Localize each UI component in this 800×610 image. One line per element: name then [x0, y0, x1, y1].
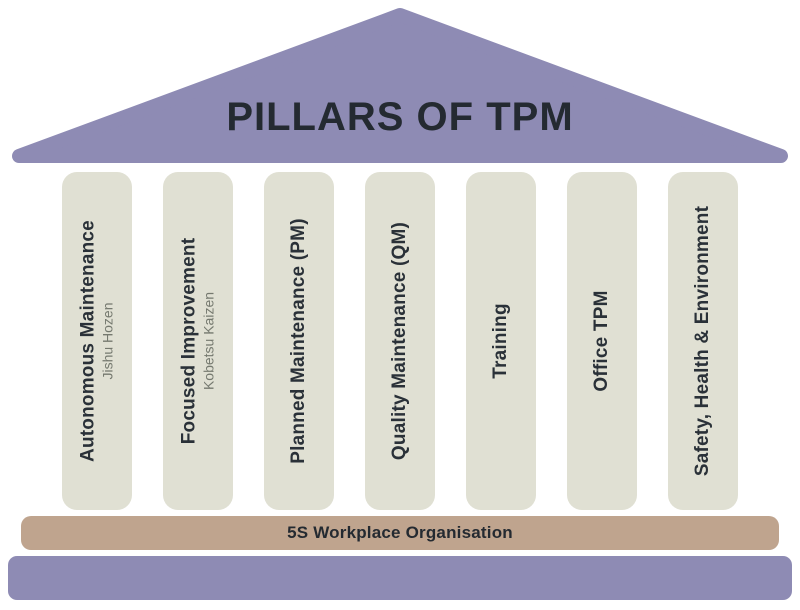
pillar-text: Training: [490, 173, 512, 509]
pillars-row: Autonomous Maintenance Jishu Hozen Focus…: [62, 172, 738, 510]
pillar-sublabel: Jishu Hozen: [99, 302, 116, 380]
pillar-office-tpm: Office TPM: [567, 172, 637, 510]
pillar-focused-improvement: Focused Improvement Kobetsu Kaizen: [163, 172, 233, 510]
pillar-autonomous-maintenance: Autonomous Maintenance Jishu Hozen: [62, 172, 132, 510]
base-bar: [8, 556, 792, 600]
pillar-text: Autonomous Maintenance Jishu Hozen: [78, 173, 117, 509]
pillar-training: Training: [466, 172, 536, 510]
roof-shape: [12, 8, 788, 163]
pillar-text: Safety, Health & Environment: [692, 173, 714, 509]
pillar-quality-maintenance: Quality Maintenance (QM): [365, 172, 435, 510]
pillar-label: Office TPM: [591, 290, 613, 392]
pillar-planned-maintenance: Planned Maintenance (PM): [264, 172, 334, 510]
pillar-text: Quality Maintenance (QM): [389, 173, 411, 509]
pillar-label: Training: [490, 303, 512, 379]
foundation-label: 5S Workplace Organisation: [287, 523, 513, 542]
pillar-label: Quality Maintenance (QM): [389, 221, 411, 461]
foundation-bar-5s: 5S Workplace Organisation: [21, 516, 779, 550]
pillar-text: Planned Maintenance (PM): [288, 173, 310, 509]
pillar-label: Planned Maintenance (PM): [288, 218, 310, 464]
diagram-title: PILLARS OF TPM: [226, 95, 574, 139]
pillar-text: Focused Improvement Kobetsu Kaizen: [179, 173, 218, 509]
pillar-text: Office TPM: [591, 173, 613, 509]
pillar-label: Autonomous Maintenance: [77, 220, 99, 462]
pillar-safety-health-environment: Safety, Health & Environment: [668, 172, 738, 510]
pillar-sublabel: Kobetsu Kaizen: [200, 291, 217, 391]
pillar-label: Safety, Health & Environment: [692, 205, 714, 477]
pillar-label: Focused Improvement: [178, 237, 200, 445]
